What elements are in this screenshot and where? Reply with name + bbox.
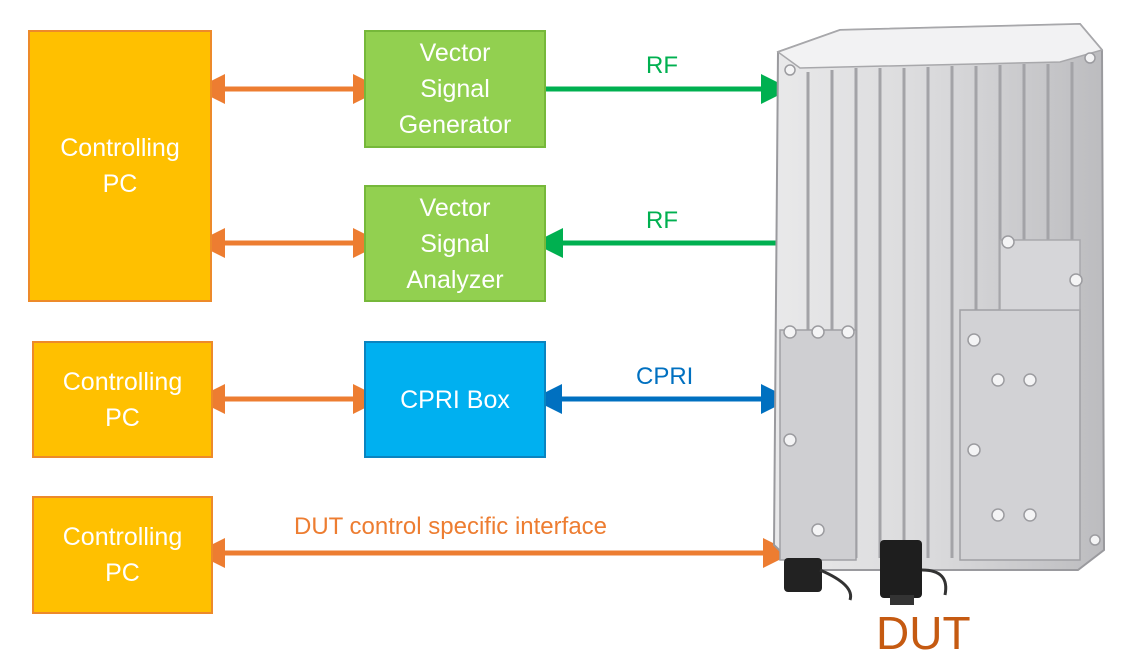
dut-label: DUT xyxy=(876,607,971,659)
dut-device-icon xyxy=(772,22,1106,605)
cpri-box: CPRI Box xyxy=(364,341,546,458)
vector-signal-analyzer: Vector Signal Analyzer xyxy=(364,185,546,302)
rf-label-bottom: RF xyxy=(646,207,678,234)
rf-label-top: RF xyxy=(646,52,678,79)
controlling-pc-1: Controlling PC xyxy=(28,30,212,302)
cpri-label: CPRI xyxy=(636,363,694,390)
vector-signal-generator: Vector Signal Generator xyxy=(364,30,546,148)
controlling-pc-2: Controlling PC xyxy=(32,341,213,458)
controlling-pc-3: Controlling PC xyxy=(32,496,213,614)
dut-control-label: DUT control specific interface xyxy=(294,513,608,540)
